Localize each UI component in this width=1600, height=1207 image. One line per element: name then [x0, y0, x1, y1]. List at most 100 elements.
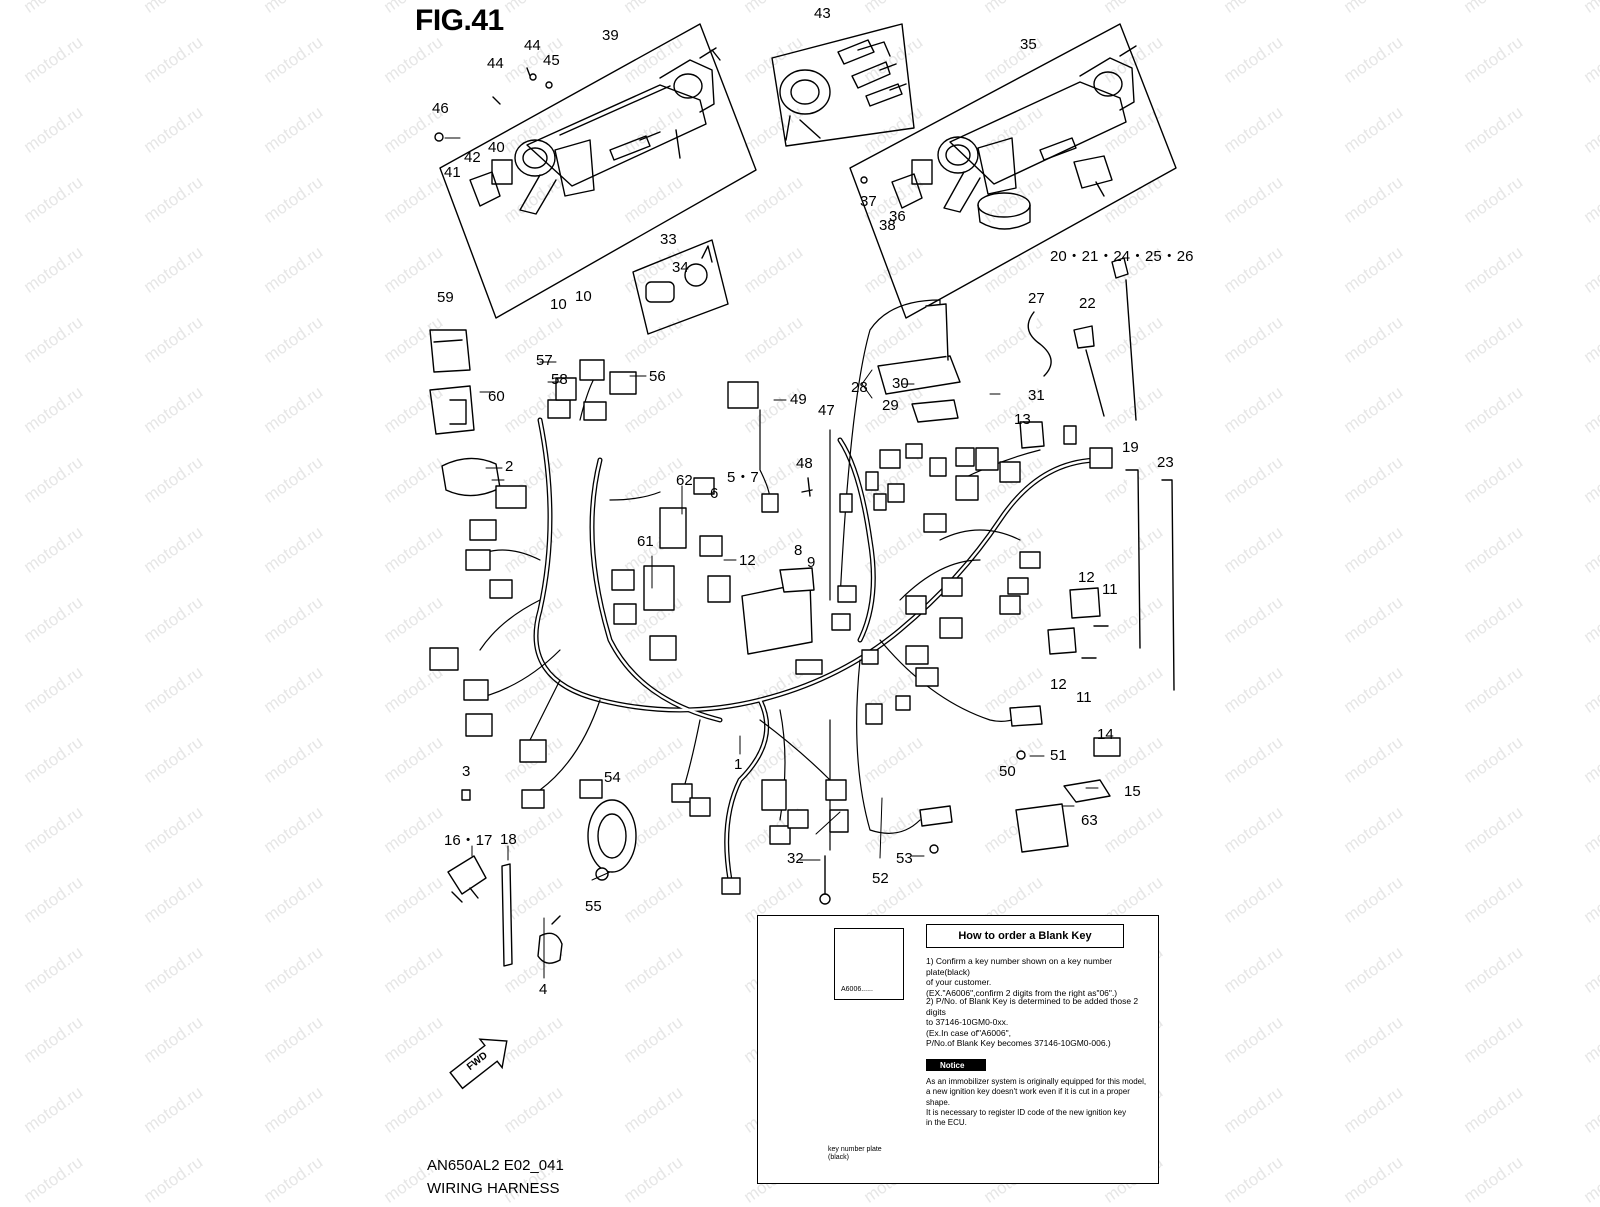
part-2-cap	[441, 457, 501, 497]
box-33-frame	[632, 239, 729, 335]
box-43-frame	[771, 23, 915, 147]
callout-46: 46	[432, 100, 449, 117]
step-1-line: 1) Confirm a key number shown on a key n…	[926, 956, 1113, 977]
callout-43: 43	[814, 5, 831, 22]
model-code: AN650AL2 E02_041	[427, 1157, 564, 1174]
callout-63: 63	[1081, 812, 1098, 829]
callout-9: 9	[807, 554, 816, 571]
step-1-line: (EX."A6006",confirm 2 digits from the ri…	[926, 987, 1118, 998]
step-1-line: of your customer.	[926, 977, 992, 988]
callout-34: 34	[672, 259, 689, 276]
callout-28: 28	[851, 379, 868, 396]
notice-line: As an immobilizer system is originally e…	[926, 1077, 1147, 1086]
blank-key-step-1: 1) Confirm a key number shown on a key n…	[926, 956, 1154, 998]
step-2-line: (Ex.In case of"A6006",	[926, 1027, 1011, 1038]
key-set	[779, 39, 907, 141]
notice-label: Notice	[926, 1059, 986, 1071]
callout-10: 10	[550, 296, 567, 313]
callout-62: 62	[676, 472, 693, 489]
step-2-line: 2) P/No. of Blank Key is determined to b…	[926, 996, 1139, 1017]
callout-41: 41	[444, 164, 461, 181]
callout-12: 12	[1050, 676, 1067, 693]
callout-44: 44	[524, 37, 541, 54]
relay-59	[429, 329, 471, 373]
callout-4: 4	[539, 981, 548, 998]
callout-12: 12	[1078, 569, 1095, 586]
callout-60: 60	[488, 388, 505, 405]
callout-37: 37	[860, 193, 877, 210]
callout-44: 44	[487, 55, 504, 72]
plate-code: A6006......	[841, 986, 873, 993]
blank-key-step-2: 2) P/No. of Blank Key is determined to b…	[926, 996, 1154, 1049]
callout-31: 31	[1028, 387, 1045, 404]
notice-line: in the ECU.	[926, 1118, 967, 1128]
callout-23: 23	[1157, 454, 1174, 471]
callout-56: 56	[649, 368, 666, 385]
figure-name: WIRING HARNESS	[427, 1180, 560, 1197]
box-39-frame	[439, 23, 757, 319]
notice-line: a new ignition key doesn't work even if …	[926, 1087, 1130, 1107]
callout-55: 55	[585, 898, 602, 915]
callout-36: 36	[889, 208, 906, 225]
callout-18: 18	[500, 831, 517, 848]
figure-title: FIG.41	[415, 4, 504, 37]
bottom-parts	[447, 477, 1026, 967]
callout-40: 40	[488, 139, 505, 156]
callout-11: 11	[1076, 689, 1092, 706]
callout-52: 52	[872, 870, 889, 887]
fwd-arrow	[449, 1038, 508, 1090]
callout-5-7: 5・7	[727, 469, 759, 486]
callout-61: 61	[637, 533, 654, 550]
callout-12: 12	[739, 552, 756, 569]
leader-lines	[444, 137, 1099, 979]
step-2-line: to 37146-10GM0-0xx.	[926, 1017, 1009, 1028]
plate-label-line: (black)	[828, 1154, 850, 1161]
callout-20-26: 20・21・24・25・26	[1050, 248, 1194, 265]
ignition-switch-left	[434, 47, 721, 215]
callout-13: 13	[1014, 411, 1031, 428]
callout-14: 14	[1097, 726, 1114, 743]
callout-57: 57	[536, 352, 553, 369]
notice-line: It is necessary to register ID code of t…	[926, 1107, 1127, 1117]
cigar-socket	[645, 245, 713, 303]
callout-8: 8	[794, 542, 803, 559]
callout-29: 29	[882, 397, 899, 414]
blank-key-info-box: A6006...... How to order a Blank Key 1) …	[757, 915, 1159, 1184]
callout-59: 59	[437, 289, 454, 306]
callout-10: 10	[575, 288, 592, 305]
key-number-plate-label: key number plate (black)	[828, 1146, 898, 1162]
callout-27: 27	[1028, 290, 1045, 307]
step-2-line: P/No.of Blank Key becomes 37146-10GM0-00…	[926, 1038, 1111, 1049]
callout-42: 42	[464, 149, 481, 166]
main-harness-inner	[534, 418, 1102, 882]
callout-11: 11	[1102, 581, 1118, 598]
callout-49: 49	[790, 391, 807, 408]
callout-1: 1	[734, 756, 743, 773]
callout-53: 53	[896, 850, 913, 867]
callout-47: 47	[818, 402, 835, 419]
connectors	[429, 359, 1113, 895]
callout-22: 22	[1079, 295, 1096, 312]
callout-16-17: 16・17	[444, 832, 493, 849]
callout-45: 45	[543, 52, 560, 69]
callout-15: 15	[1124, 783, 1141, 800]
callout-6: 6	[710, 485, 719, 502]
callout-19: 19	[1122, 439, 1139, 456]
callout-51: 51	[1050, 747, 1067, 764]
callout-38: 38	[879, 217, 896, 234]
callout-50: 50	[999, 763, 1016, 780]
callout-33: 33	[660, 231, 677, 248]
callout-3: 3	[462, 763, 471, 780]
callout-35: 35	[1020, 36, 1037, 53]
callout-39: 39	[602, 27, 619, 44]
callout-32: 32	[787, 850, 804, 867]
callout-58: 58	[551, 371, 568, 388]
ignition-switch-right	[860, 45, 1137, 230]
callout-54: 54	[604, 769, 621, 786]
callout-48: 48	[796, 455, 813, 472]
plate-label-line: key number plate	[828, 1146, 882, 1153]
blank-key-title: How to order a Blank Key	[926, 924, 1124, 948]
callout-2: 2	[505, 458, 514, 475]
